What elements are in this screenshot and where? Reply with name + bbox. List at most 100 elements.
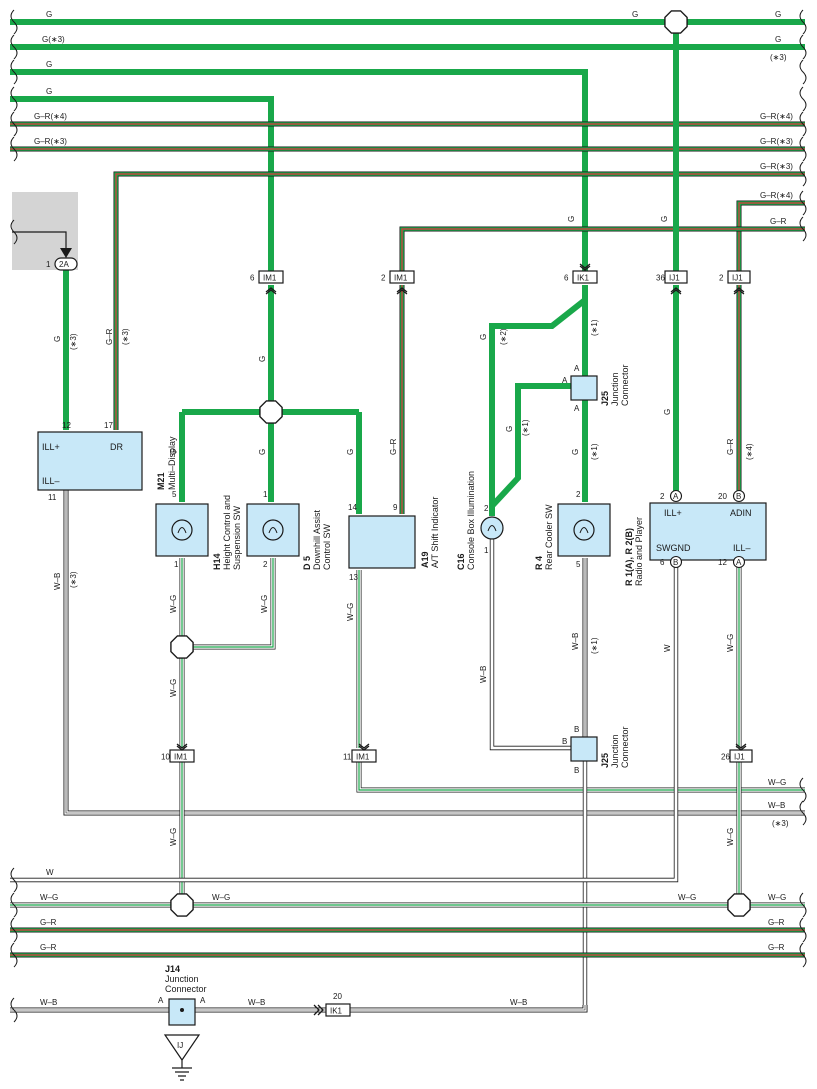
- right-break-8: [799, 216, 807, 242]
- label-wg-d5: W–G: [260, 595, 269, 613]
- im1-6-chevron2-icon: [265, 287, 277, 293]
- label-wb-right-bottom: W–B: [510, 998, 527, 1007]
- im1-11-connector-label: IM1: [356, 753, 370, 762]
- label-gr-right: G–R: [770, 217, 787, 226]
- j14-node: [180, 1008, 184, 1012]
- ground-triangle-icon: [163, 1034, 201, 1062]
- d5-filament-icon: [268, 527, 278, 534]
- left-break-0: [10, 9, 18, 35]
- m21-ill-plus-label: ILL+: [42, 442, 60, 452]
- im1-6-chevron-icon: [265, 289, 277, 295]
- wire-wg-d5-tracer: [182, 558, 274, 648]
- label-gr-r1: G–R: [726, 438, 735, 455]
- label-n4-r1: (∗4): [745, 443, 754, 460]
- im1-6-connector-label: IM1: [263, 274, 277, 283]
- right-break-2: [799, 59, 807, 85]
- left-break-5: [10, 136, 18, 162]
- label-wb-m21: W–B: [53, 573, 62, 590]
- im1-11-pin: 11: [343, 753, 352, 762]
- right-break-11: [799, 892, 807, 918]
- c16-name: Console Box Illumination: [466, 471, 476, 570]
- a19-code: A19: [420, 551, 430, 568]
- r4-code: R 4: [534, 556, 544, 570]
- im1-10-chevron-icon: [176, 743, 188, 749]
- label-wg-ij1-26: W–G: [726, 828, 735, 846]
- bus-g-3: [10, 69, 588, 272]
- j25-lower-pin-b-left: B: [562, 737, 567, 746]
- label-w-left: W: [46, 868, 54, 877]
- a19-pin-13: 13: [349, 573, 358, 582]
- arrow-icon: [60, 248, 72, 258]
- ij1-36-chevron-icon: [670, 289, 682, 295]
- left-break-3: [10, 86, 18, 112]
- label-wg-im1-10: W–G: [169, 828, 178, 846]
- d5-bulb-icon: [262, 519, 284, 541]
- r1-pin-6: 6: [660, 558, 665, 567]
- r1-pin-2: 2: [660, 492, 665, 501]
- junction-wg-bottom-left: [170, 893, 194, 917]
- m21-name: Multi–Display: [167, 436, 177, 490]
- a19-pin-9: 9: [393, 503, 398, 512]
- label-g-right-2: G: [775, 35, 781, 44]
- j25-lower-name2: Connector: [620, 726, 630, 768]
- label-g-top-right: G: [775, 10, 781, 19]
- j14-name2: Connector: [165, 984, 207, 994]
- im1-2-connector: [389, 270, 415, 284]
- r4-rear-cooler-switch: [557, 503, 611, 557]
- wire-wg-im1-11-tracer: [358, 762, 805, 791]
- r1-name: Radio and Player: [634, 517, 644, 586]
- label-n3-2a: (∗3): [69, 333, 78, 350]
- label-wb-mid: W–B: [248, 998, 265, 1007]
- ij1-2-connector: [727, 270, 751, 284]
- r1-code: R 1(A), R 2(B): [624, 528, 634, 586]
- label-gr4-left: G–R(∗4): [34, 112, 67, 121]
- left-break-8: [10, 892, 18, 918]
- r1-radio-and-player: [649, 502, 767, 561]
- label-wb-right: W–B: [768, 801, 785, 810]
- j14-code: J14: [165, 964, 180, 974]
- j25-upper-junction: [570, 375, 598, 401]
- r4-bulb-icon: [573, 519, 595, 541]
- label-g-im1-6: G: [258, 356, 267, 362]
- m21-dr-label: DR: [110, 442, 123, 452]
- label-g-h14: G: [169, 449, 178, 455]
- bus-gr-3-stripe: [114, 172, 805, 430]
- j25-upper-pin-a-left: A: [562, 376, 568, 385]
- label-g-c16: G: [479, 334, 488, 340]
- wire-layer: [10, 19, 805, 1013]
- r1-pin-6-badge-label: B: [673, 558, 678, 567]
- label-g-a19: G: [346, 449, 355, 455]
- right-break-5: [799, 136, 807, 162]
- right-break-6: [799, 161, 807, 187]
- bus-g-4: [10, 96, 274, 272]
- j14-pin-a-left: A: [158, 996, 164, 1005]
- ik1-6-connector: [572, 270, 598, 284]
- bus-gr-4-tracer: [738, 202, 805, 272]
- label-wg-right-2: W–G: [768, 893, 786, 902]
- label-gr-left-1: G–R: [40, 918, 57, 927]
- bus-gr-5-tracer: [401, 228, 805, 272]
- m21-ill-minus-label: ILL–: [42, 476, 60, 486]
- m21-pin-17: 17: [104, 421, 113, 430]
- label-n1-ij: (∗1): [590, 319, 599, 336]
- r1-pin-20-badge-label: B: [736, 492, 741, 501]
- ik1-6-connector-label: IK1: [577, 274, 590, 283]
- j25-upper-pin-a-top: A: [574, 364, 580, 373]
- r1-pin-2-badge-label: A: [673, 492, 679, 501]
- ij1-2-connector-label: IJ1: [732, 274, 743, 283]
- label-g-top-mid: G: [632, 10, 638, 19]
- label-gr4-right: G–R(∗4): [760, 112, 793, 121]
- ik1-6-chevron-icon: [579, 263, 591, 269]
- j25-lower-pin-b-bottom: B: [574, 766, 579, 775]
- ik1-20-connector-label: IK1: [330, 1007, 343, 1016]
- wire-m21-ill-minus-tracer: [65, 490, 805, 814]
- bus-wb-bottom-tracer: [10, 1005, 586, 1011]
- h14-bulb-icon: [171, 519, 193, 541]
- 2a-connector: [54, 257, 78, 271]
- label-wg-right-1: W–G: [768, 778, 786, 787]
- label-wg-left: W–G: [40, 893, 58, 902]
- a19-name: A/T Shift Indicator: [430, 497, 440, 568]
- r1-pin-12-badge: [732, 555, 746, 569]
- a19-pin-14: 14: [348, 503, 357, 512]
- frame-breaks: [10, 9, 807, 1023]
